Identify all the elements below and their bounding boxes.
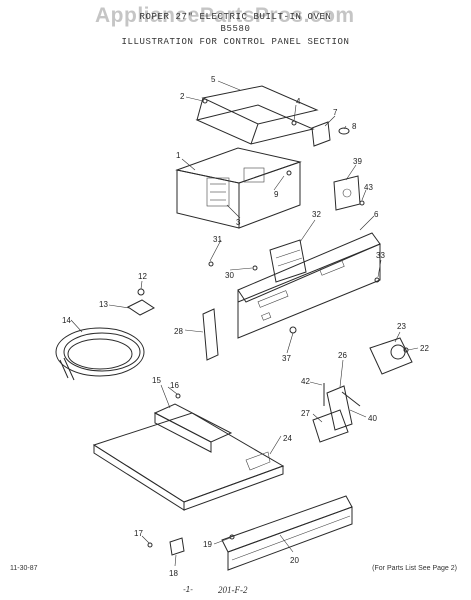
part-30-screw[interactable] — [252, 265, 258, 271]
part-31-screw[interactable] — [208, 261, 214, 267]
part-26-latch[interactable] — [326, 385, 353, 431]
part-16-screw[interactable] — [175, 393, 181, 399]
label-37: 37 — [282, 354, 291, 363]
leader-lines — [70, 80, 419, 567]
part-4-screw[interactable] — [291, 120, 297, 126]
part-39-switch[interactable] — [333, 175, 361, 211]
part-28-trim-strip[interactable] — [202, 308, 219, 361]
part-23-thermostat[interactable] — [369, 337, 413, 375]
label-17: 17 — [134, 529, 143, 538]
part-12-screw[interactable] — [137, 288, 145, 296]
part-37-grommet[interactable] — [289, 326, 297, 334]
label-31: 31 — [213, 235, 222, 244]
part-17-screw[interactable] — [147, 542, 153, 548]
footer-page-number: -1- — [183, 585, 193, 594]
label-30: 30 — [225, 271, 234, 280]
label-1: 1 — [176, 151, 181, 160]
footer-parts-note: (For Parts List See Page 2) — [372, 565, 457, 572]
part-43-screw[interactable] — [359, 200, 365, 206]
label-16: 16 — [170, 381, 179, 390]
part-7-bracket[interactable] — [311, 121, 331, 147]
label-2: 2 — [180, 92, 185, 101]
label-26: 26 — [338, 351, 347, 360]
label-6: 6 — [374, 210, 379, 219]
label-15: 15 — [152, 376, 161, 385]
part-32-timer[interactable] — [269, 239, 307, 283]
footer-drawing-code: 201-F-2 — [218, 585, 248, 595]
part-1-control-box[interactable] — [175, 147, 302, 229]
footer-date: 11-30-87 — [10, 565, 38, 572]
watermark: AppliancePartsPros.com — [95, 4, 355, 27]
part-6-control-panel[interactable] — [237, 232, 381, 339]
label-8: 8 — [352, 122, 357, 131]
label-22: 22 — [420, 344, 429, 353]
part-number-labels: 5 2 4 7 8 1 39 9 43 3 32 6 31 33 30 12 1… — [62, 75, 429, 578]
label-33: 33 — [376, 251, 385, 260]
label-40: 40 — [368, 414, 377, 423]
part-19-screw[interactable] — [229, 534, 235, 540]
label-39: 39 — [353, 157, 362, 166]
label-13: 13 — [99, 300, 108, 309]
part-20-bottom-trim[interactable] — [221, 495, 353, 571]
label-19: 19 — [203, 540, 212, 549]
part-2-screw[interactable] — [202, 98, 208, 104]
part-5-insulation-sheet[interactable] — [195, 85, 319, 145]
label-4: 4 — [296, 97, 301, 106]
label-32: 32 — [312, 210, 321, 219]
diagram-title: ROPER 27" ELECTRIC BUILT-IN OVEN — [139, 12, 332, 22]
label-7: 7 — [333, 108, 338, 117]
label-14: 14 — [62, 316, 71, 325]
model-number: B5580 — [220, 24, 251, 34]
label-43: 43 — [364, 183, 373, 192]
label-18: 18 — [169, 569, 178, 578]
part-18-clip[interactable] — [169, 537, 185, 556]
label-9: 9 — [274, 190, 279, 199]
label-23: 23 — [397, 322, 406, 331]
part-8-grommet[interactable] — [338, 127, 350, 135]
part-27-latch-plate[interactable] — [312, 409, 349, 443]
part-9-screw[interactable] — [286, 170, 292, 176]
part-13-terminal-block[interactable] — [127, 299, 155, 316]
part-24-bottom-panel[interactable] — [92, 412, 285, 511]
label-5: 5 — [211, 75, 216, 84]
label-28: 28 — [174, 327, 183, 336]
label-3: 3 — [236, 218, 241, 227]
label-27: 27 — [301, 409, 310, 418]
diagram-subtitle: ILLUSTRATION FOR CONTROL PANEL SECTION — [121, 37, 350, 47]
label-42: 42 — [301, 377, 310, 386]
label-12: 12 — [138, 272, 147, 281]
label-20: 20 — [290, 556, 299, 565]
part-15-support-bracket[interactable] — [153, 403, 233, 453]
part-14-wire-harness[interactable] — [55, 327, 145, 381]
part-40-spring[interactable] — [341, 391, 361, 407]
label-24: 24 — [283, 434, 292, 443]
part-33-screw[interactable] — [374, 277, 380, 283]
